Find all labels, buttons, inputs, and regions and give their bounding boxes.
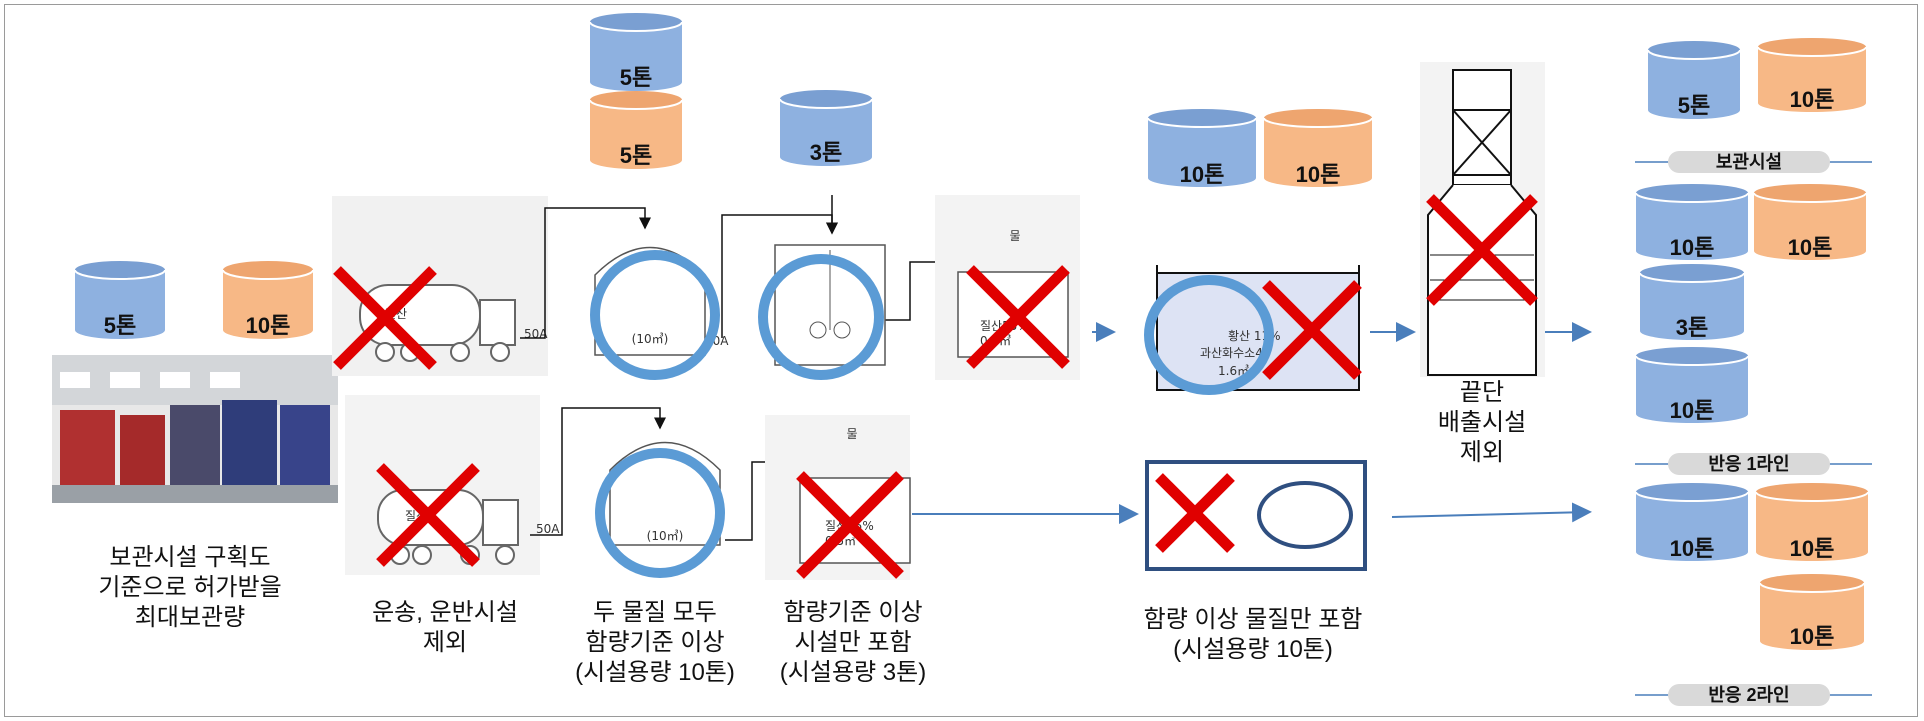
caption-facility-line-1: 함량기준 이상 [783, 599, 923, 626]
storage-pill: 보관시설 [1668, 151, 1830, 173]
small-tank-2: 물 질산55% 0.5㎥ [765, 415, 911, 580]
caption-transport: 운송, 운반시설 제외 [345, 598, 545, 658]
ring-tank-1 [590, 250, 720, 380]
warehouse-photo [52, 355, 338, 503]
right-l1-b-cylinder [1753, 184, 1867, 260]
cylinder-labels: 5톤 10톤 5톤 5톤 3톤 10톤 10톤 5톤 10톤 10톤 10톤 3… [104, 65, 1835, 649]
right-l1-b-label: 10톤 [1788, 235, 1833, 260]
cross-small-tank-2-icon [796, 471, 904, 579]
top-cyl-a-label: 5톤 [620, 65, 652, 90]
bottom-box [1145, 460, 1367, 571]
rings [590, 250, 1274, 578]
right-l1-a-cylinder [1635, 184, 1749, 260]
right-l2-a-label: 10톤 [1670, 536, 1715, 561]
caption-both-line-2: 함량기준 이상 [585, 629, 725, 656]
right-l1-c-label: 3톤 [1676, 315, 1708, 340]
caption-both-line-3: (시설용량 10톤) [575, 659, 735, 686]
tank-volume-2: (10㎥) [647, 529, 684, 543]
cross-bottom-box-icon [1155, 473, 1235, 553]
caption-facility-line-3: (시설용량 3톤) [779, 659, 927, 686]
top-cyl-c-cylinder [779, 90, 873, 166]
mid-cyl-a-label: 10톤 [1180, 162, 1225, 187]
right-l2-b-cylinder [1755, 483, 1869, 561]
truck-photo-1: 질산 50A [332, 196, 548, 376]
box-text-2: 과산화수소4 [1200, 346, 1263, 360]
reaction-line-1-pill: 반응 1라인 [1668, 453, 1830, 475]
box-text-3: 1.6㎥ [1218, 364, 1249, 378]
caption-storage-line-3: 최대보관량 [134, 604, 246, 631]
right-l2-c-label: 10톤 [1790, 624, 1835, 649]
caption-both-line-1: 두 물질 모두 [593, 599, 717, 626]
right-storage-b-cylinder [1757, 38, 1867, 112]
caption-facility: 함량기준 이상 시설만 포함 (시설용량 3톤) [758, 598, 948, 688]
caption-exhaust-line-1: 끝단 [1459, 379, 1505, 406]
right-l2-a-cylinder [1635, 483, 1749, 561]
right-storage-a-label: 5톤 [1678, 93, 1710, 118]
caption-transport-line-2: 제외 [422, 629, 468, 656]
ring-reactor [758, 254, 884, 380]
left-cyl-a-label: 5톤 [104, 313, 136, 338]
caption-content: 함량 이상 물질만 포함 (시설용량 10톤) [1108, 605, 1398, 665]
caption-storage-line-2: 기준으로 허가받을 [98, 574, 282, 601]
top-cyl-a-cylinder [589, 13, 683, 91]
caption-facility-line-2: 시설만 포함 [794, 629, 912, 656]
left-cyl-b-cylinder [222, 261, 314, 339]
caption-storage-line-1: 보관시설 구획도 [109, 544, 271, 571]
water-label-2: 물 [846, 427, 857, 441]
mid-cyl-b-cylinder [1263, 109, 1373, 187]
pipe-label-2: 50A [536, 522, 560, 536]
caption-storage: 보관시설 구획도 기준으로 허가받을 최대보관량 [70, 543, 310, 633]
caption-both: 두 물질 모두 함량기준 이상 (시설용량 10톤) [555, 598, 755, 688]
cross-stack-icon [1426, 194, 1538, 306]
right-l1-a-label: 10톤 [1670, 235, 1715, 260]
ring-tank-2 [595, 448, 725, 578]
right-storage-b-label: 10톤 [1790, 87, 1835, 112]
cross-truck-1-icon [333, 266, 437, 370]
left-cyl-a-cylinder [74, 261, 166, 339]
ring-box [1144, 275, 1274, 395]
mid-cyl-a-cylinder [1147, 109, 1257, 187]
top-cyl-c-label: 3톤 [810, 140, 842, 165]
right-l1-d-label: 10톤 [1670, 398, 1715, 423]
cross-truck-2-icon [376, 463, 480, 567]
top-cyl-b-label: 5톤 [620, 143, 652, 168]
caption-content-line-2: (시설용량 10톤) [1173, 636, 1333, 663]
reaction-line-2-pill: 반응 2라인 [1668, 684, 1830, 706]
caption-exhaust: 끝단 배출시설 제외 [1422, 378, 1542, 468]
caption-exhaust-line-3: 제외 [1459, 439, 1505, 466]
right-l1-c-cylinder [1639, 264, 1745, 340]
exhaust-stack [1420, 62, 1545, 377]
cylinders [74, 13, 1869, 650]
cross-box-icon [1262, 280, 1362, 380]
right-l1-d-cylinder [1635, 347, 1749, 423]
crosses [333, 194, 1538, 579]
right-l2-b-label: 10톤 [1790, 536, 1835, 561]
tank-volume-1: (10㎥) [632, 332, 669, 346]
water-label-1: 물 [1009, 229, 1020, 243]
diagram-frame [4, 4, 1918, 717]
top-cyl-b-cylinder [589, 91, 683, 169]
mid-cyl-b-label: 10톤 [1296, 162, 1341, 187]
left-cyl-b-label: 10톤 [246, 313, 291, 338]
caption-content-line-1: 함량 이상 물질만 포함 [1143, 606, 1363, 633]
caption-exhaust-line-2: 배출시설 [1437, 409, 1527, 436]
right-l2-c-cylinder [1759, 574, 1865, 650]
flow-arrows [912, 322, 1592, 524]
cross-small-tank-1-icon [966, 265, 1070, 369]
caption-transport-line-1: 운송, 운반시설 [372, 599, 518, 626]
right-storage-a-cylinder [1647, 41, 1741, 119]
